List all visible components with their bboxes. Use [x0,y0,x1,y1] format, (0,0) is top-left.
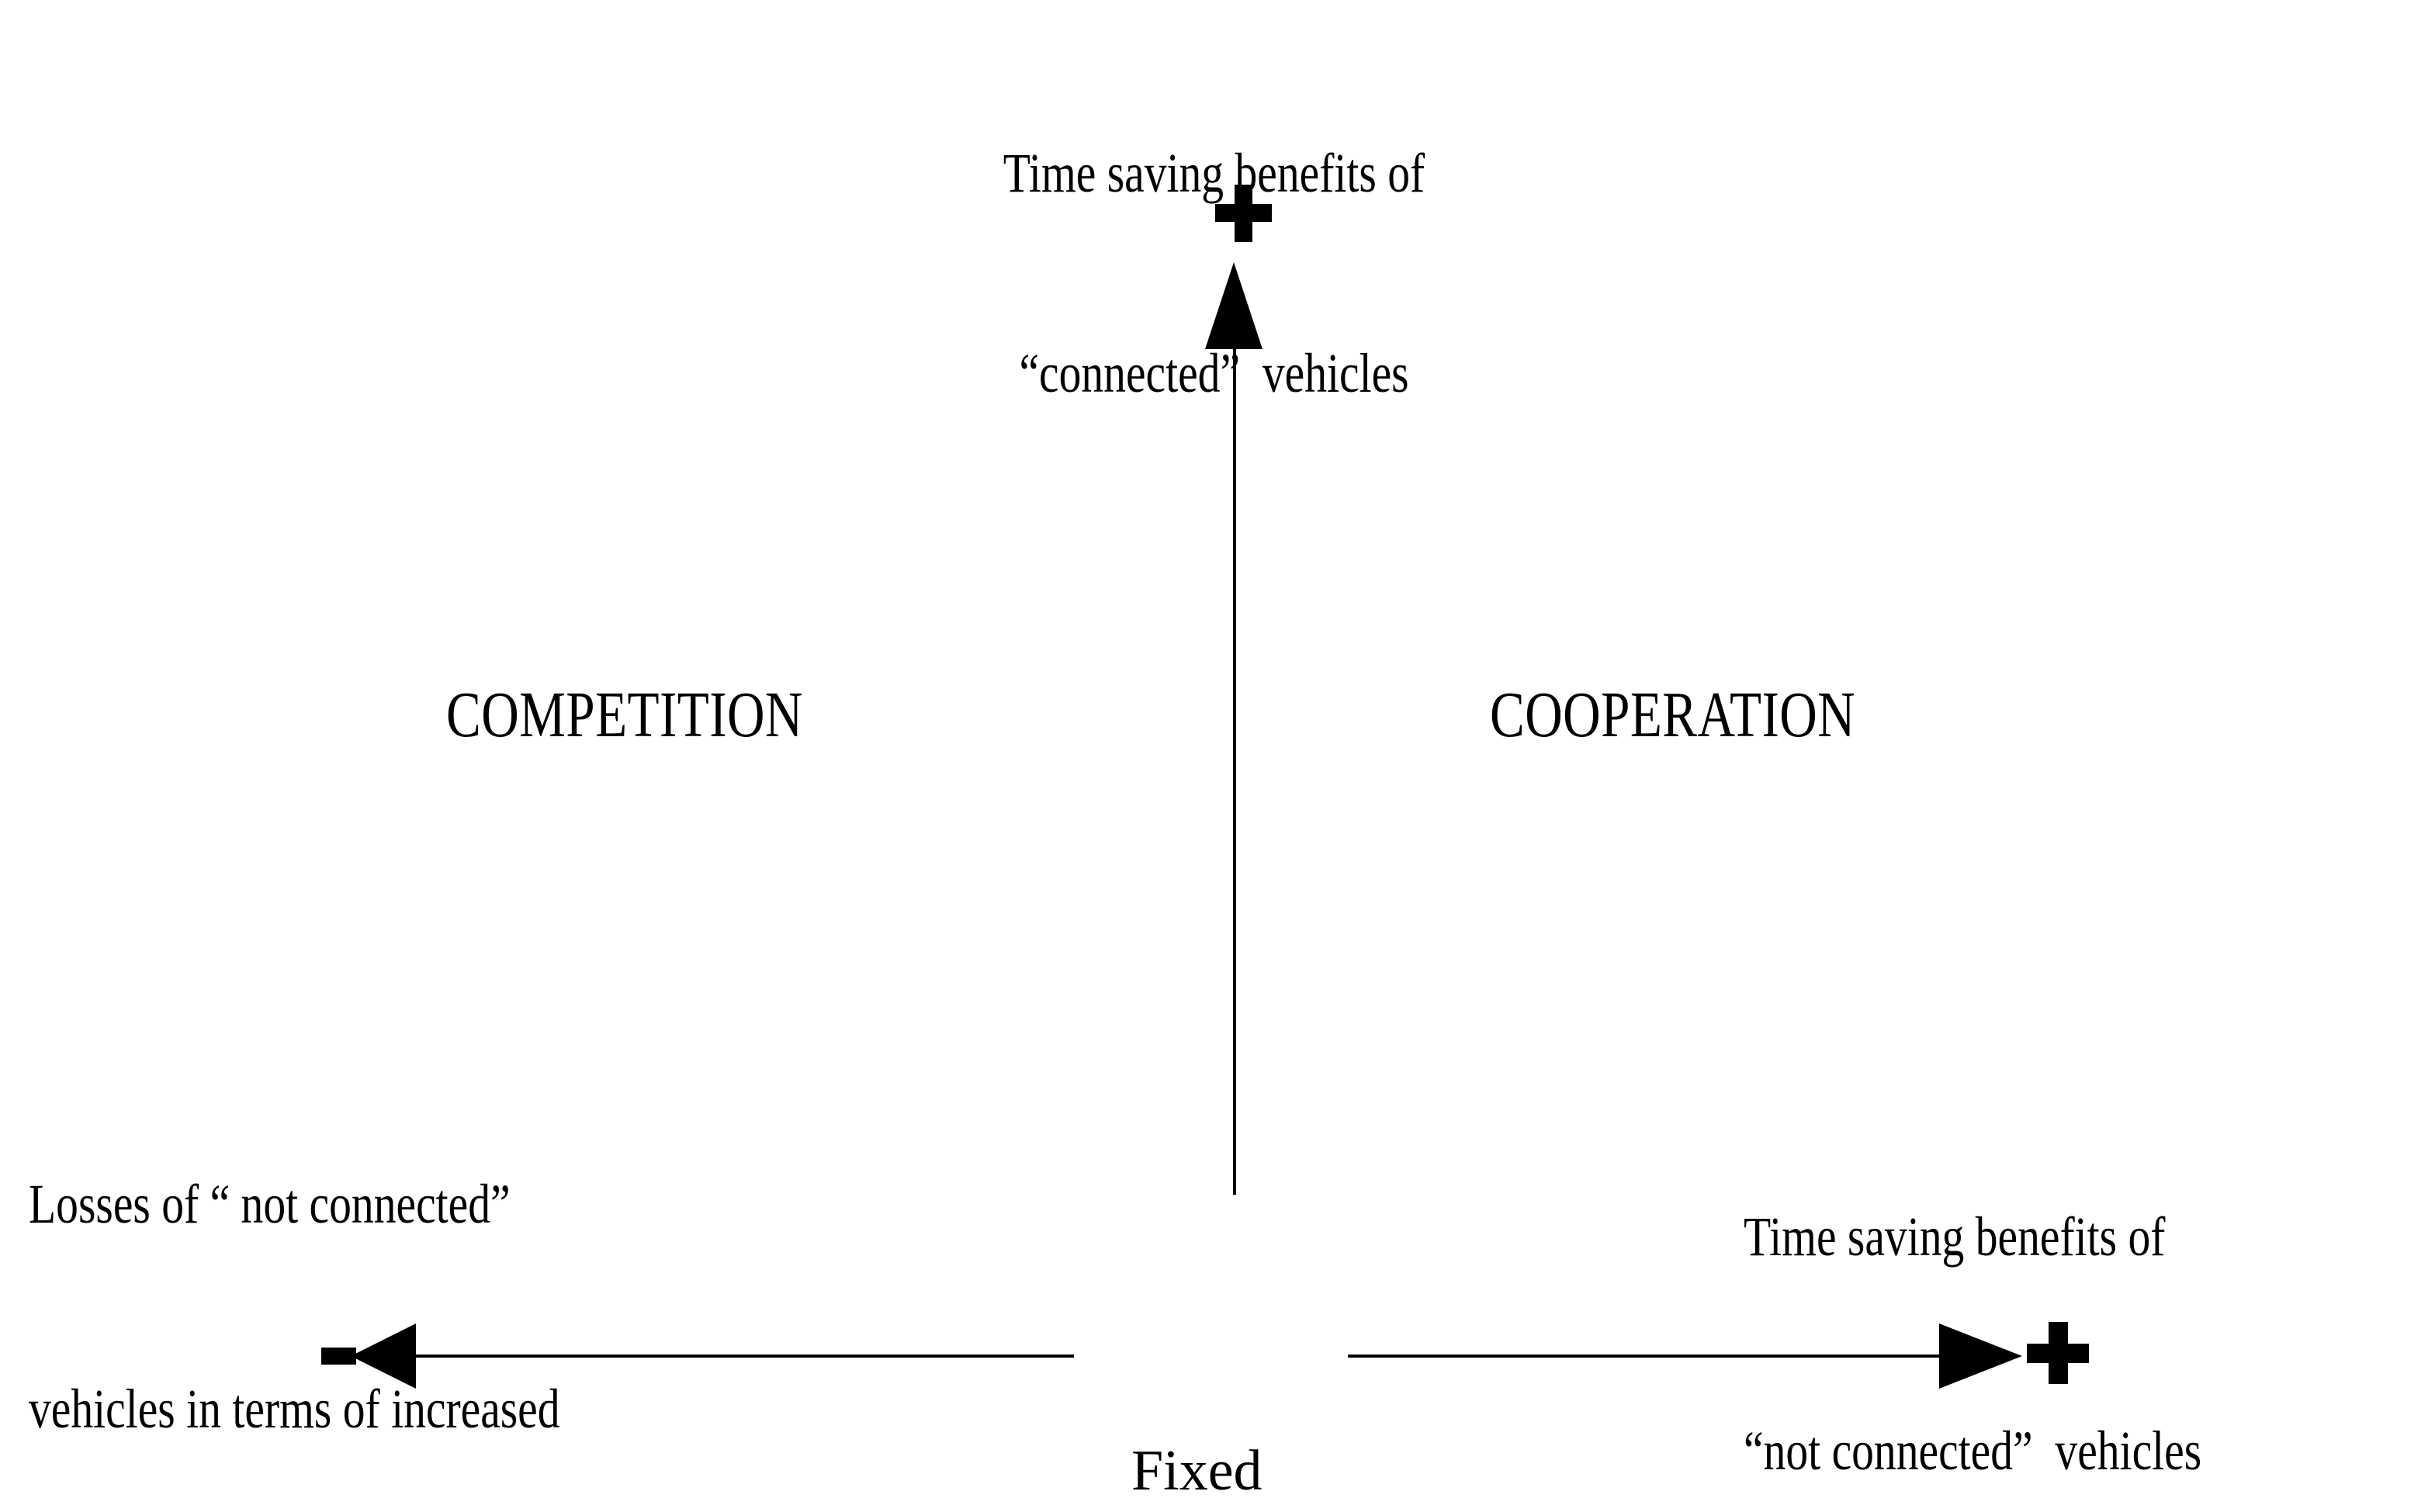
right-annotation-line-2: “not connected” vehicles [1744,1420,2202,1482]
vertical-axis-line [1233,341,1236,1195]
arrow-left-icon [351,1323,416,1389]
arrow-up-icon [1205,262,1262,349]
right-annotation: Time saving benefits of “not connected” … [1744,1058,2201,1512]
vertical-axis-title-line-1: Time saving benefits of [1003,142,1425,204]
right-annotation-line-1: Time saving benefits of [1744,1206,2166,1268]
left-annotation-line-1: Losses of “ not connected” [29,1173,511,1235]
horizontal-axis-line-left [414,1355,1074,1358]
minus-sign-horizontal-axis [321,1348,356,1365]
vertical-axis-title: Time saving benefits of “connected” vehi… [0,6,2428,540]
quadrant-label-competition: COMPETITION [446,679,803,751]
left-annotation-line-2: vehicles in terms of increased [29,1378,560,1440]
origin-label-line-1: Fixed [1131,1439,1262,1503]
quadrant-label-cooperation: COOPERATION [1490,679,1856,751]
plus-sign-vertical-bar [2049,1322,2068,1384]
minus-sign-bar [321,1348,356,1365]
left-annotation: Losses of “ not connected” vehicles in t… [29,1033,560,1512]
plus-sign-horizontal-axis [2027,1322,2089,1384]
arrow-right-icon [1939,1323,2022,1389]
origin-label: Fixed signal setting [1131,1291,1310,1512]
vertical-axis-title-line-2: “connected” vehicles [1019,342,1409,404]
plus-sign-vertical-axis [1215,185,1272,242]
plus-sign-vertical-bar [1235,185,1252,242]
horizontal-axis-line-right [1348,1355,1944,1358]
